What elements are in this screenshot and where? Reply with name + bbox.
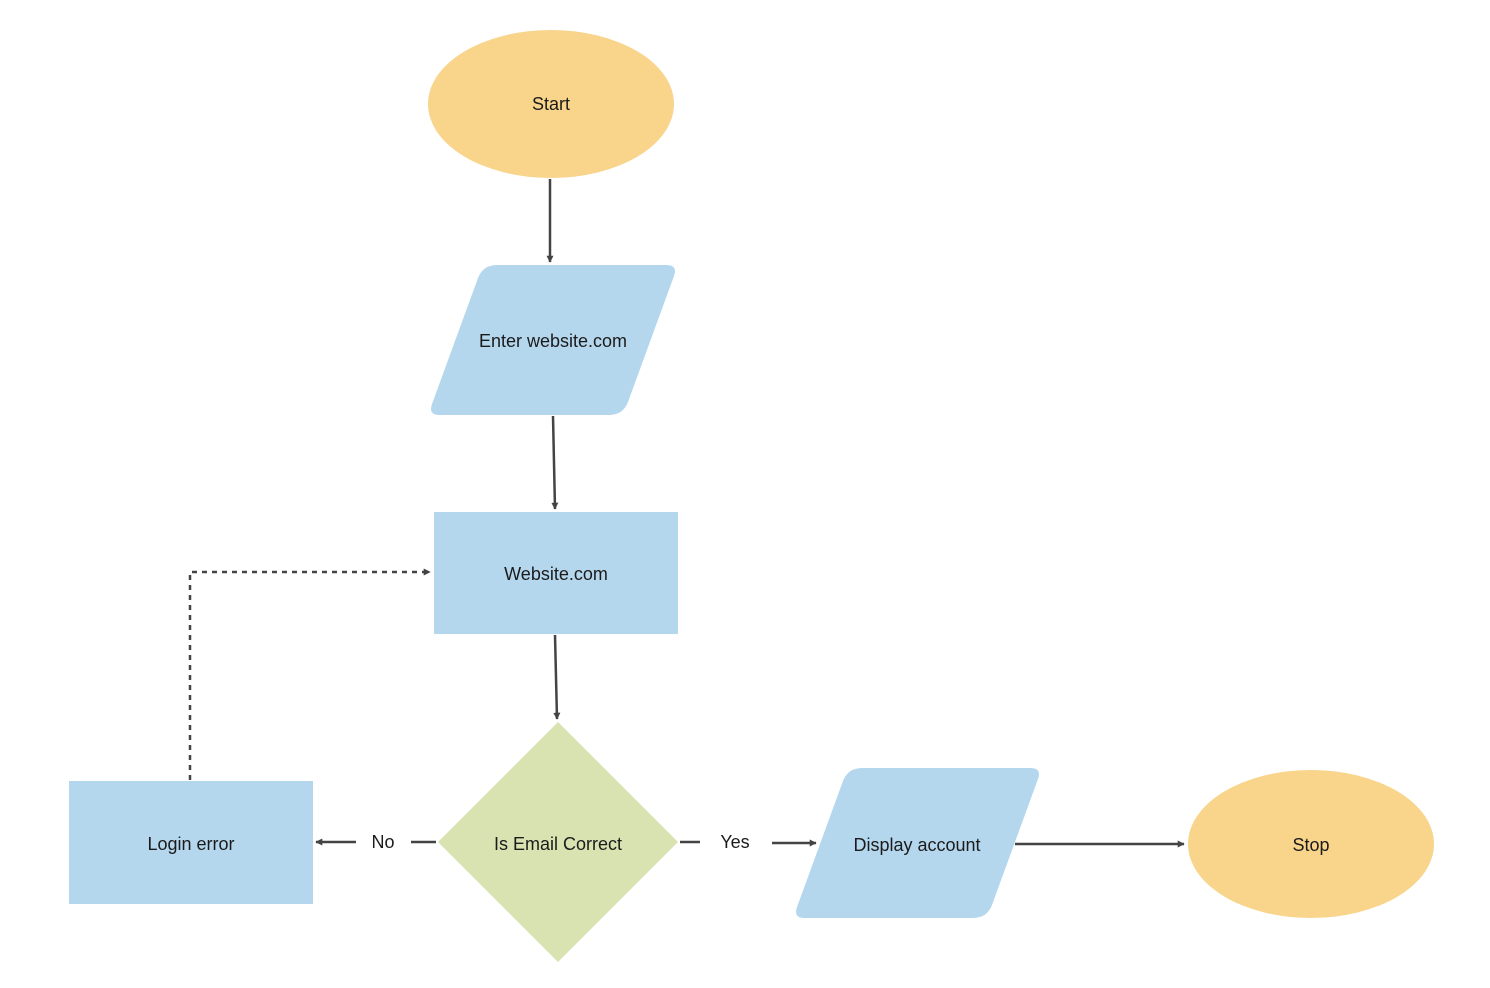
node-display-account[interactable]: Display account bbox=[796, 768, 1039, 918]
enter-site-parallelogram bbox=[431, 265, 675, 415]
node-login-error-label: Login error bbox=[147, 834, 234, 854]
edge-website-to-decision bbox=[553, 634, 561, 720]
node-stop-label: Stop bbox=[1292, 835, 1329, 855]
node-start-label: Start bbox=[532, 94, 570, 114]
node-start[interactable]: Start bbox=[428, 30, 674, 178]
login-error-rect bbox=[69, 781, 313, 904]
edge-label-yes: Yes bbox=[720, 832, 749, 852]
start-ellipse bbox=[428, 30, 674, 178]
edge-labels: No Yes bbox=[371, 832, 749, 852]
node-website[interactable]: Website.com bbox=[434, 512, 678, 634]
node-enter-site[interactable]: Enter website.com bbox=[431, 265, 675, 415]
node-decision-label: Is Email Correct bbox=[494, 834, 622, 854]
node-decision[interactable]: Is Email Correct bbox=[438, 722, 678, 962]
node-login-error[interactable]: Login error bbox=[69, 781, 313, 904]
node-stop[interactable]: Stop bbox=[1188, 770, 1434, 918]
node-display-account-label: Display account bbox=[853, 835, 980, 855]
node-enter-site-label: Enter website.com bbox=[479, 331, 627, 351]
edge-enter-site-to-website bbox=[551, 415, 559, 510]
edge-label-no: No bbox=[371, 832, 394, 852]
decision-diamond bbox=[438, 722, 678, 962]
display-account-parallelogram bbox=[796, 768, 1039, 918]
node-website-label: Website.com bbox=[504, 564, 608, 584]
website-rect bbox=[434, 512, 678, 634]
edge-login-error-to-website bbox=[188, 568, 431, 780]
edges bbox=[188, 179, 1185, 848]
stop-ellipse bbox=[1188, 770, 1434, 918]
